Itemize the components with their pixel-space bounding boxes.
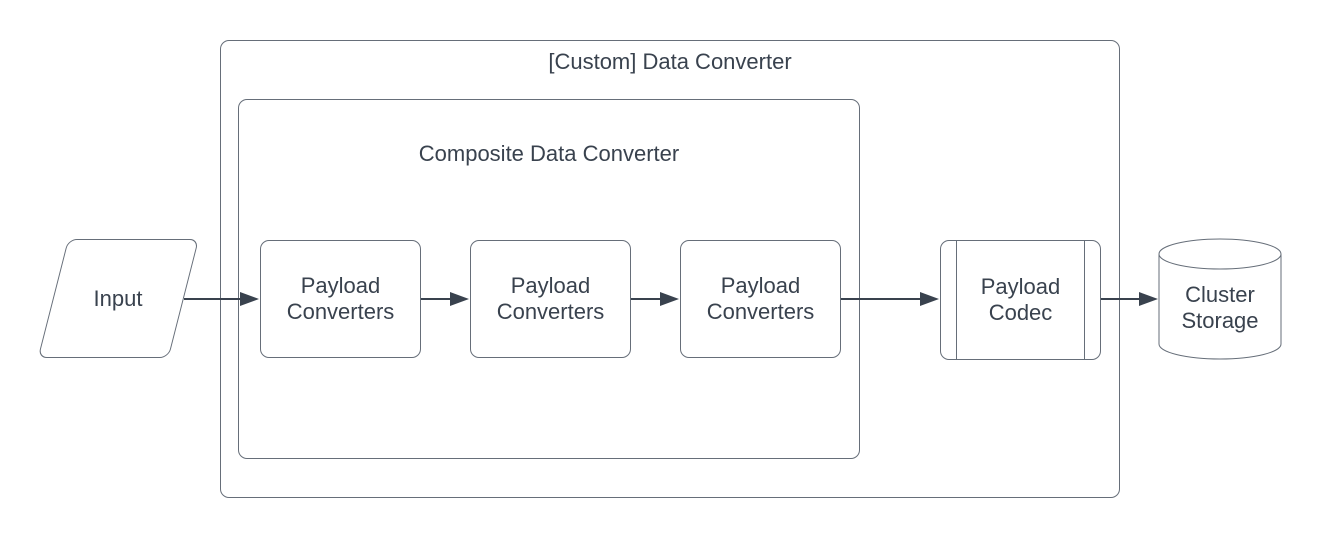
group-composite-data-converter: Composite Data Converter (238, 99, 860, 459)
node-payload-converters-1-label: Payload Converters (286, 273, 395, 324)
codec-left-bar (956, 241, 957, 359)
group-composite-data-converter-title: Composite Data Converter (418, 141, 680, 166)
node-payload-converters-2: Payload Converters (470, 240, 631, 358)
node-input-label: Input (93, 285, 143, 311)
group-custom-data-converter-title: [Custom] Data Converter (548, 49, 792, 74)
codec-right-bar (1084, 241, 1085, 359)
node-payload-converters-3-label: Payload Converters (706, 273, 815, 324)
node-input: Input (37, 239, 199, 358)
node-payload-codec-label: Payload Codec (980, 274, 1061, 325)
node-cluster-storage (1158, 237, 1282, 361)
node-payload-converters-2-label: Payload Converters (496, 273, 605, 324)
node-payload-converters-1: Payload Converters (260, 240, 421, 358)
node-payload-codec: Payload Codec (940, 240, 1101, 360)
node-cluster-storage-label: Cluster Storage (1181, 282, 1259, 333)
node-payload-converters-3: Payload Converters (680, 240, 841, 358)
cylinder-shape (1158, 238, 1282, 360)
group-custom-data-converter: [Custom] Data Converter (220, 40, 1120, 498)
